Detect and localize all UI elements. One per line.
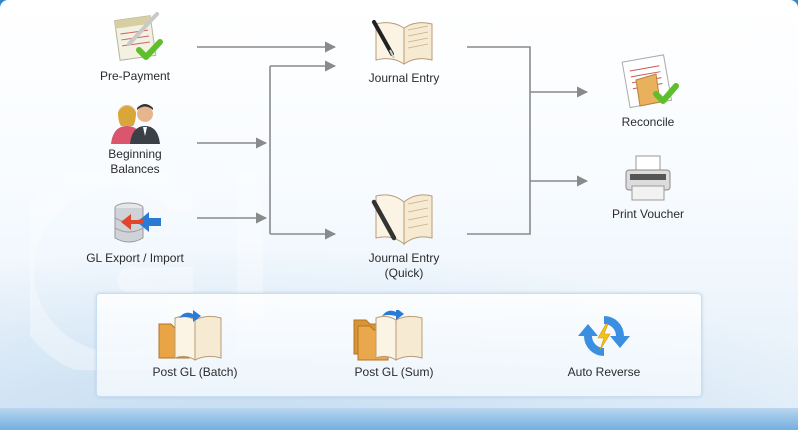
gl-export-import-label: GL Export / Import: [86, 251, 184, 265]
journal-entry-node[interactable]: Journal Entry: [329, 14, 479, 86]
reconcile-label: Reconcile: [621, 115, 675, 129]
database-import-icon: [114, 202, 161, 243]
journal-book-pen-icon: [372, 20, 433, 65]
beginning-balances-node[interactable]: Beginning Balances: [60, 100, 210, 177]
bottom-accent-bar: [0, 408, 798, 430]
post-gl-sum-node[interactable]: Post GL (Sum): [319, 310, 469, 380]
journal-entry-quick-label: Journal Entry (Quick): [368, 251, 440, 280]
document-checkmark-icon: [621, 54, 679, 109]
auto-reverse-node[interactable]: Auto Reverse: [529, 310, 679, 380]
journal-entry-label: Journal Entry: [368, 71, 440, 85]
pre-payment-node[interactable]: Pre-Payment: [60, 8, 210, 84]
auto-reverse-label: Auto Reverse: [567, 365, 641, 379]
journal-book-pen-quick-icon: [371, 194, 433, 246]
users-icon: [111, 104, 160, 144]
journal-output-bracket: [467, 46, 531, 235]
post-gl-batch-node[interactable]: Post GL (Batch): [120, 310, 270, 380]
journal-entry-quick-node[interactable]: Journal Entry (Quick): [329, 186, 479, 281]
beginning-balances-label: Beginning Balances: [108, 147, 162, 176]
post-gl-batch-label: Post GL (Batch): [152, 365, 238, 379]
gl-export-import-node[interactable]: GL Export / Import: [60, 200, 210, 266]
folders-book-sum-icon: [353, 310, 423, 361]
reconcile-node[interactable]: Reconcile: [573, 52, 723, 130]
pre-payment-label: Pre-Payment: [99, 69, 171, 83]
printer-icon: [625, 155, 671, 201]
post-gl-sum-label: Post GL (Sum): [354, 365, 434, 379]
auto-reverse-arrows-icon: [578, 316, 630, 356]
print-voucher-node[interactable]: Print Voucher: [573, 152, 723, 222]
print-voucher-label: Print Voucher: [611, 207, 685, 221]
form-checkmark-icon: [113, 12, 163, 61]
folder-book-batch-icon: [158, 310, 222, 361]
